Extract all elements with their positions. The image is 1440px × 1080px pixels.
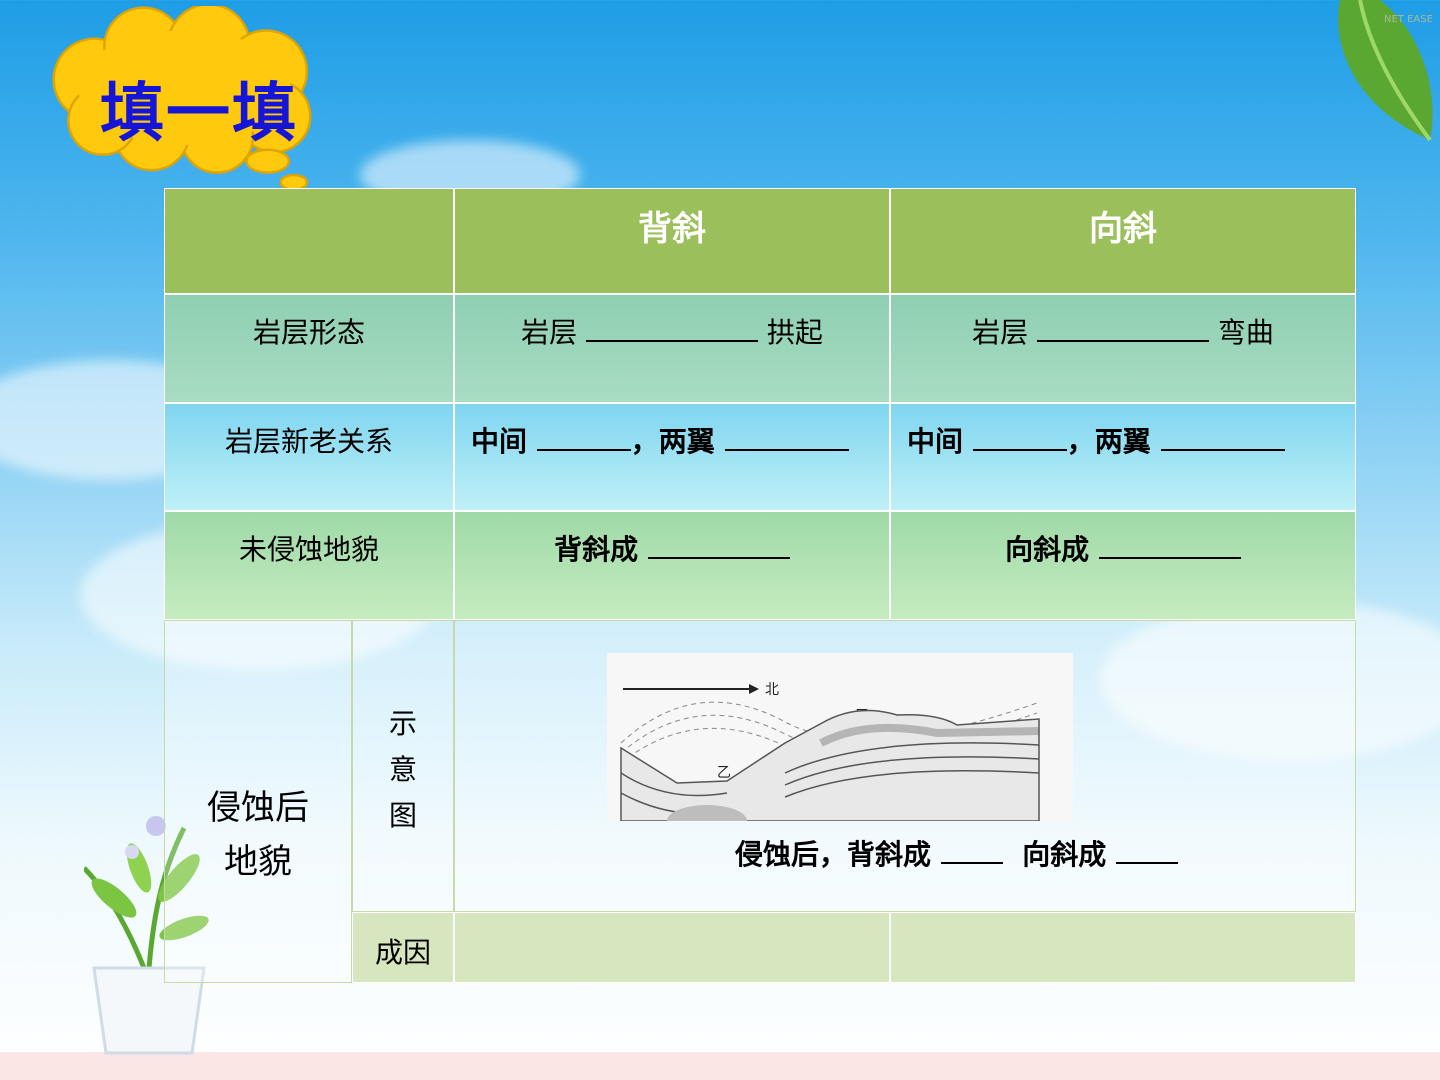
page-title: 填一填 <box>100 77 298 151</box>
leaf-decoration <box>1338 0 1433 142</box>
cell-diagram: 北 甲 乙 侵蚀后，背斜成 向斜成 <box>454 620 1356 912</box>
row-label-uneroded: 未侵蚀地貌 <box>164 511 454 620</box>
fill-blank[interactable] <box>586 312 758 342</box>
yi-label: 乙 <box>717 765 731 781</box>
cell-syncline-shape: 岩层 弯曲 <box>890 294 1356 403</box>
header-anticline: 背斜 <box>454 188 890 294</box>
fold-cross-section-diagram: 北 甲 乙 <box>607 653 1073 837</box>
watermark: NET EASE <box>1384 14 1433 25</box>
fill-blank[interactable] <box>972 421 1067 451</box>
title-bubble <box>52 6 318 202</box>
header-syncline: 向斜 <box>890 188 1356 294</box>
fill-blank[interactable] <box>536 421 631 451</box>
sublabel-diagram: 示 意 图 <box>352 620 454 912</box>
header-corner <box>164 188 454 294</box>
fold-comparison-table: 背斜 向斜 岩层形态 岩层 拱起 岩层 弯曲 岩层新老关系 中间 ，两翼 中间 … <box>164 188 1356 983</box>
bottom-strip <box>0 1052 1440 1080</box>
fill-blank[interactable] <box>1160 421 1285 451</box>
fill-blank[interactable] <box>1116 834 1179 864</box>
cell-syncline-age: 中间 ，两翼 <box>890 403 1356 511</box>
cell-anticline-cause[interactable] <box>454 912 890 983</box>
row-label-rock-shape: 岩层形态 <box>164 294 454 403</box>
cell-syncline-cause[interactable] <box>890 912 1356 983</box>
fill-blank[interactable] <box>647 529 790 559</box>
erosion-caption: 侵蚀后，背斜成 向斜成 <box>735 833 1179 873</box>
fill-blank[interactable] <box>724 421 849 451</box>
cell-anticline-uneroded: 背斜成 <box>454 511 890 620</box>
row-label-rock-age: 岩层新老关系 <box>164 403 454 511</box>
flower-pot-decoration <box>84 816 209 1055</box>
north-label: 北 <box>765 682 779 698</box>
fill-blank[interactable] <box>1037 312 1209 342</box>
fill-blank[interactable] <box>940 834 1003 864</box>
row-label-cause: 成因 <box>352 912 454 983</box>
cell-syncline-uneroded: 向斜成 <box>890 511 1356 620</box>
cell-anticline-shape: 岩层 拱起 <box>454 294 890 403</box>
cell-anticline-age: 中间 ，两翼 <box>454 403 890 511</box>
row-label-eroded: 侵蚀后 地貌 <box>164 620 352 983</box>
fill-blank[interactable] <box>1098 529 1241 559</box>
